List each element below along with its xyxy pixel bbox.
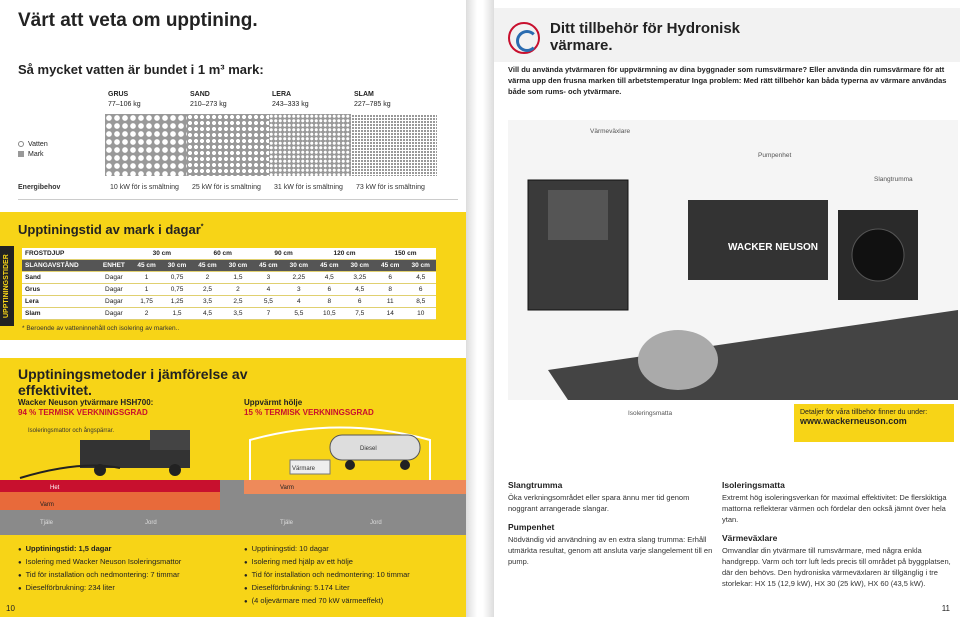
energy-row: Energibehov 10 kW för is smältning 25 kW… xyxy=(18,184,458,200)
grus-pattern xyxy=(105,114,191,176)
soil-grus: GRUS 77–106 kg xyxy=(108,91,141,108)
bullets-b: Upptiningstid: 10 dagar Isolering med hj… xyxy=(244,543,410,608)
right-intro: Vill du använda ytvärmaren för uppvärmni… xyxy=(508,65,947,96)
warm-b-label: Varm xyxy=(280,485,294,491)
footnote: * Beroende av vatteninnehåll och isoleri… xyxy=(22,325,180,332)
right-page: Ditt tillbehör för Hydronisk värmare. Vi… xyxy=(494,0,960,617)
ground-icon xyxy=(18,151,24,157)
thaw-b-label: Tjäle xyxy=(280,520,294,526)
right-header: Ditt tillbehör för Hydronisk värmare. xyxy=(494,8,960,62)
callout-mat: Isoleringsmatta xyxy=(628,410,673,417)
sand-pattern xyxy=(187,114,273,176)
soil-a-label: Jord xyxy=(145,520,157,526)
soil-slam: SLAM 227–785 kg xyxy=(354,91,391,108)
website-banner: Detaljer för våra tillbehör finner du un… xyxy=(794,404,954,442)
warm-a-label: Varm xyxy=(40,502,54,508)
mats-label: Isoleringsmattor och ångspärrar. xyxy=(28,427,114,434)
page-title: Värt att veta om upptining. xyxy=(18,10,258,31)
water-icon xyxy=(18,141,24,147)
page-number-right: 11 xyxy=(941,604,950,613)
website-link[interactable]: www.wackerneuson.com xyxy=(800,416,907,426)
comparison-illustration: Isoleringsmattor och ångspärrar. Diesel … xyxy=(0,426,466,535)
heater-label: Värmare xyxy=(292,466,316,472)
callout-pump: Pumpenhet xyxy=(758,152,792,159)
left-page: Värt att veta om upptining. Så mycket va… xyxy=(0,0,466,617)
thaw-title: Upptiningstid av mark i dagar* xyxy=(18,222,204,237)
methods-title: Upptiningsmetoder i jämförelse av effekt… xyxy=(18,366,248,398)
water-subtitle: Så mycket vatten är bundet i 1 m³ mark: xyxy=(18,62,264,77)
soil-lera: LERA 243–333 kg xyxy=(272,91,309,108)
callout-exchanger: Värmeväxlare xyxy=(590,128,631,135)
hot-label: Het xyxy=(50,485,60,491)
right-col-a: Slangtrumma Öka verkningsområdet eller s… xyxy=(508,480,713,566)
method-a-heading: Wacker Neuson ytvärmare HSH700: 94 % TER… xyxy=(18,398,154,417)
right-col-b: Isoleringsmatta Extremt hög isoleringsve… xyxy=(722,480,951,588)
gutter xyxy=(466,0,494,617)
side-label: UPPTININGSTIDER xyxy=(0,246,14,326)
hydronic-logo-icon xyxy=(508,22,540,54)
brand-logo: WACKER NEUSON xyxy=(728,242,818,253)
thaw-table: FROSTDJUP 30 cm 60 cm 90 cm 120 cm 150 c… xyxy=(22,248,436,320)
diesel-label: Diesel xyxy=(360,446,377,452)
callout-drum: Slangtrumma xyxy=(874,176,913,183)
bullets-a: Upptiningstid: 1,5 dagar Isolering med W… xyxy=(18,543,182,595)
right-title: Ditt tillbehör för Hydronisk värmare. xyxy=(550,20,741,54)
soil-sand: SAND 210–273 kg xyxy=(190,91,227,108)
product-photo: WACKER NEUSON xyxy=(508,120,958,400)
thaw-a-label: Tjäle xyxy=(40,520,54,526)
pattern-legend: Vatten Mark xyxy=(18,140,48,160)
slam-pattern xyxy=(351,114,437,176)
page-number-left: 10 xyxy=(6,604,15,613)
soil-b-label: Jord xyxy=(370,520,382,526)
lera-pattern xyxy=(269,114,355,176)
method-b-heading: Uppvärmt hölje 15 % TERMISK VERKNINGSGRA… xyxy=(244,398,374,417)
